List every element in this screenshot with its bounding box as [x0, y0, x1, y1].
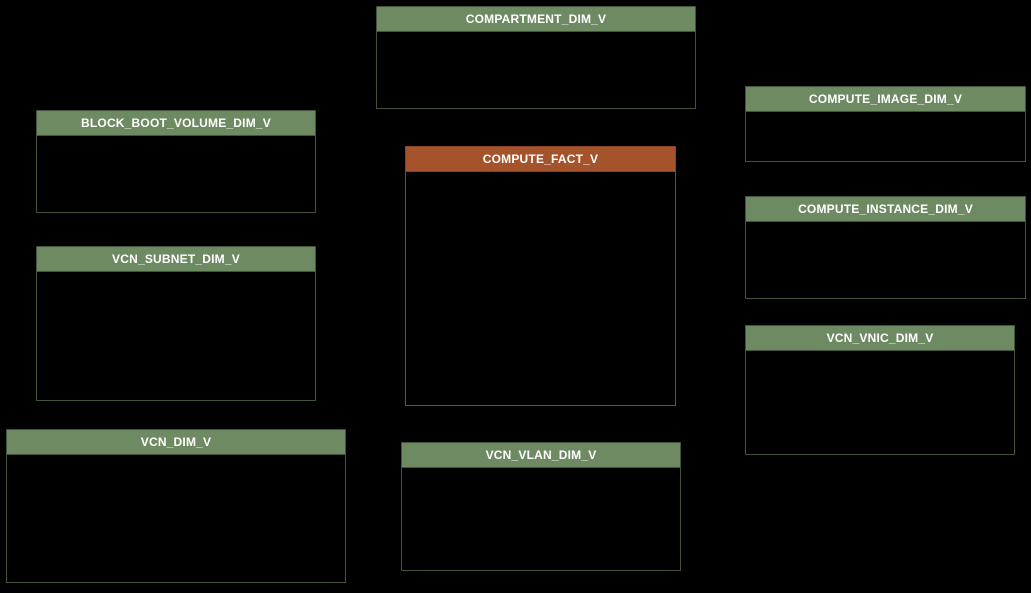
table-title: COMPARTMENT_DIM_V — [465, 12, 607, 26]
table-compute-instance-dim-v[interactable]: COMPUTE_INSTANCE_DIM_V — [745, 196, 1026, 299]
table-title: BLOCK_BOOT_VOLUME_DIM_V — [81, 116, 271, 130]
table-header[interactable]: COMPARTMENT_DIM_V — [377, 7, 695, 32]
table-title: VCN_DIM_V — [140, 435, 212, 449]
table-compute-image-dim-v[interactable]: COMPUTE_IMAGE_DIM_V — [745, 86, 1026, 162]
table-vcn-subnet-dim-v[interactable]: VCN_SUBNET_DIM_V — [36, 246, 316, 401]
table-header[interactable]: COMPUTE_FACT_V — [406, 147, 675, 172]
table-title: VCN_VLAN_DIM_V — [485, 448, 597, 462]
table-header[interactable]: COMPUTE_INSTANCE_DIM_V — [746, 197, 1025, 222]
table-header[interactable]: VCN_VLAN_DIM_V — [402, 443, 680, 468]
table-vcn-vnic-dim-v[interactable]: VCN_VNIC_DIM_V — [745, 325, 1015, 455]
table-title: COMPUTE_IMAGE_DIM_V — [808, 92, 963, 106]
table-vcn-dim-v[interactable]: VCN_DIM_V — [6, 429, 346, 583]
table-header[interactable]: VCN_VNIC_DIM_V — [746, 326, 1014, 351]
table-title: COMPUTE_FACT_V — [482, 152, 599, 166]
table-header[interactable]: COMPUTE_IMAGE_DIM_V — [746, 87, 1025, 112]
table-header[interactable]: VCN_SUBNET_DIM_V — [37, 247, 315, 272]
table-title: COMPUTE_INSTANCE_DIM_V — [798, 202, 973, 216]
table-header[interactable]: VCN_DIM_V — [7, 430, 345, 455]
table-compute-fact-v[interactable]: COMPUTE_FACT_V — [405, 146, 676, 406]
table-vcn-vlan-dim-v[interactable]: VCN_VLAN_DIM_V — [401, 442, 681, 571]
table-title: VCN_VNIC_DIM_V — [826, 331, 934, 345]
table-block-boot-volume-dim-v[interactable]: BLOCK_BOOT_VOLUME_DIM_V — [36, 110, 316, 213]
table-compartment-dim-v[interactable]: COMPARTMENT_DIM_V — [376, 6, 696, 109]
table-title: VCN_SUBNET_DIM_V — [112, 252, 240, 266]
table-header[interactable]: BLOCK_BOOT_VOLUME_DIM_V — [37, 111, 315, 136]
